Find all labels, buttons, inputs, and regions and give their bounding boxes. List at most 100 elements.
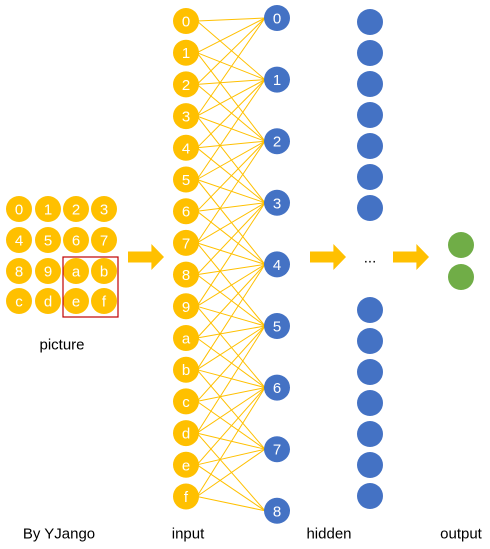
picture-cell-a-circle	[63, 258, 89, 284]
picture-cell-e-label: e	[72, 294, 80, 311]
edge-4-2	[196, 140, 266, 149]
picture-cell-8-circle	[6, 258, 32, 284]
edge-3-1	[196, 79, 266, 117]
picture-cell-f: f	[91, 288, 117, 314]
credit-label: By YJango	[23, 526, 95, 543]
picture-cell-b: b	[91, 258, 117, 284]
edge-0-1	[196, 20, 266, 80]
input-node-a-label: a	[182, 331, 191, 348]
edge-1-1	[196, 52, 266, 81]
input-node-b-circle	[173, 356, 199, 383]
input-node-2-label: 2	[182, 77, 190, 94]
input-node-9: 9	[173, 293, 199, 320]
picture-cell-3-circle	[91, 196, 117, 222]
input-node-0-circle	[173, 8, 199, 34]
edge-8-5	[196, 274, 266, 327]
output-node-0-circle	[448, 232, 474, 258]
edge-6-3	[196, 202, 266, 212]
hidden-node-bottom-1-circle	[357, 328, 383, 354]
first-layer-node-2-label: 2	[273, 134, 281, 151]
edge-15-7	[196, 448, 266, 497]
hidden-node-bottom-6-circle	[357, 483, 383, 509]
input-node-f: f	[173, 483, 199, 510]
input-node-d: d	[173, 420, 199, 447]
picture-cell-f-label: f	[102, 294, 107, 311]
input-node-1-label: 1	[182, 45, 190, 62]
edge-4-1	[196, 79, 266, 149]
edge-1-0	[196, 17, 266, 54]
edge-14-7	[196, 448, 266, 466]
picture-cell-9-label: 9	[44, 264, 52, 281]
picture-cell-3-label: 3	[100, 202, 108, 219]
picture-cell-4-label: 4	[15, 233, 23, 250]
picture-cell-9: 9	[35, 258, 61, 284]
hidden-node-bottom-4	[357, 421, 383, 447]
picture-cell-2-circle	[63, 196, 89, 222]
first-layer-node-0: 0	[264, 5, 290, 31]
input-node-9-circle	[173, 293, 199, 320]
arrow-to-output	[393, 244, 429, 270]
input-node-7-circle	[173, 229, 199, 256]
picture-cell-0: 0	[6, 196, 32, 222]
first-layer-node-6-circle	[264, 374, 290, 401]
input-node-7: 7	[173, 229, 199, 256]
input-node-6: 6	[173, 198, 199, 225]
first-layer-node-8-label: 8	[273, 503, 281, 520]
edge-14-6	[196, 387, 266, 466]
hidden-node-top-4	[357, 133, 383, 159]
edge-12-7	[196, 400, 266, 450]
picture-cell-c-circle	[6, 288, 32, 314]
picture-cell-2-label: 2	[72, 202, 80, 219]
edge-11-4	[196, 264, 266, 370]
input-node-4-circle	[173, 134, 199, 161]
picture-cell-5: 5	[35, 227, 61, 253]
input-node-2-circle	[173, 71, 199, 98]
hidden-node-top-5-circle	[357, 164, 383, 190]
edge-0-0	[196, 17, 266, 22]
first-layer-node-8-circle	[264, 497, 290, 524]
input-node-c-circle	[173, 388, 199, 415]
first-layer-node-5: 5	[264, 313, 290, 339]
input-node-c-label: c	[182, 394, 190, 411]
hidden-node-top-0	[357, 9, 383, 35]
hidden-node-bottom-5	[357, 452, 383, 478]
first-layer-node-4: 4	[264, 251, 290, 278]
edge-9-3	[196, 202, 266, 307]
output-label: output	[440, 526, 483, 543]
input-node-9-label: 9	[182, 299, 190, 316]
output-node-1	[448, 264, 474, 290]
hidden-node-top-4-circle	[357, 133, 383, 159]
picture-cell-a-label: a	[72, 264, 81, 281]
input-node-d-circle	[173, 420, 199, 447]
edge-12-5	[196, 325, 266, 402]
edge-12-6	[196, 387, 266, 402]
hidden-node-top-6	[357, 195, 383, 221]
picture-cell-9-circle	[35, 258, 61, 284]
first-layer-node-4-circle	[264, 251, 290, 278]
first-layer-node-1: 1	[264, 66, 290, 93]
hidden-node-top-3-circle	[357, 102, 383, 128]
first-layer-node-4-label: 4	[273, 257, 281, 274]
first-layer-node-7: 7	[264, 436, 290, 463]
edge-8-3	[196, 202, 266, 275]
picture-cell-5-label: 5	[44, 233, 52, 250]
first-layer-node-6-label: 6	[273, 380, 281, 397]
input-node-d-label: d	[182, 426, 190, 443]
picture-cell-d-circle	[35, 288, 61, 314]
edge-9-6	[196, 305, 266, 388]
picture-cell-c: c	[6, 288, 32, 314]
picture-cell-1: 1	[35, 196, 61, 222]
input-node-3-circle	[173, 103, 199, 130]
edge-6-2	[196, 140, 266, 212]
first-layer-node-8: 8	[264, 497, 290, 524]
edge-2-1	[196, 79, 266, 85]
hidden-ellipsis: ...	[364, 250, 377, 267]
edge-6-4	[196, 210, 266, 265]
input-node-1-circle	[173, 39, 199, 66]
input-node-e: e	[173, 451, 199, 478]
picture-cell-f-circle	[91, 288, 117, 314]
edge-9-4	[196, 263, 266, 307]
edge-7-2	[196, 140, 266, 244]
